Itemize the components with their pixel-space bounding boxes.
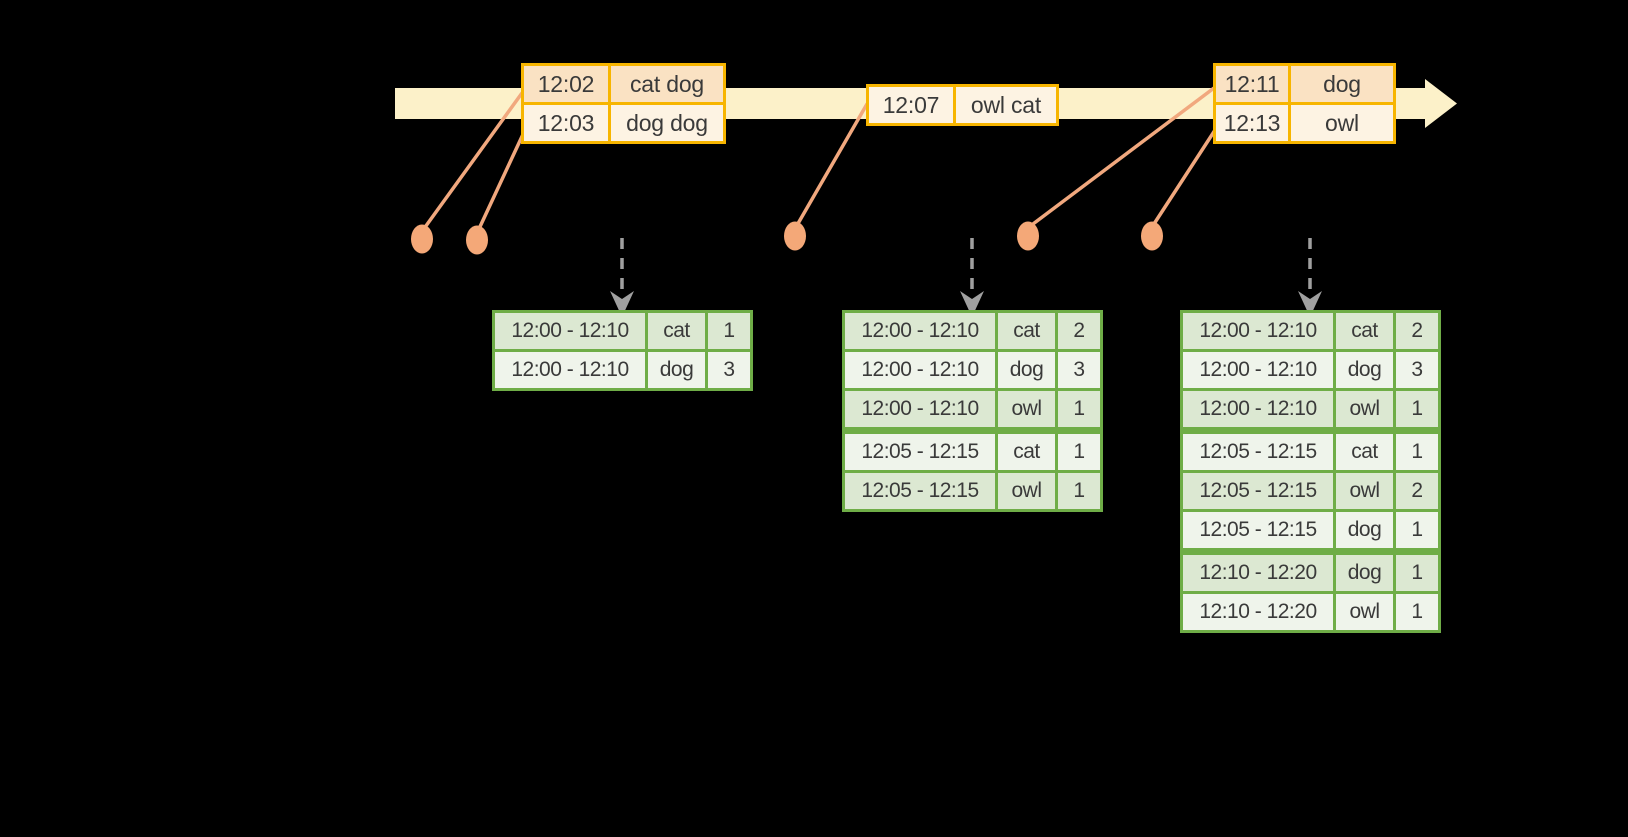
arrow-down-icon [610, 291, 634, 317]
word-cell: owl [998, 473, 1055, 509]
event-time-cell: 12:11 [1216, 66, 1288, 102]
result-row: 12:05 - 12:15 owl 2 [1183, 473, 1438, 509]
event-row: 12:11 dog [1216, 66, 1393, 102]
result-row: 12:05 - 12:15 cat 1 [845, 434, 1100, 470]
result-row: 12:00 - 12:10 dog 3 [1183, 352, 1438, 388]
word-cell: owl [998, 391, 1055, 427]
event-dot [784, 221, 806, 251]
connector-line [476, 128, 527, 233]
count-cell: 1 [1058, 391, 1100, 427]
window-cell: 12:05 - 12:15 [845, 434, 995, 470]
result-row: 12:00 - 12:10 cat 1 [495, 313, 750, 349]
event-words-cell: cat dog [611, 66, 723, 102]
result-row: 12:00 - 12:10 cat 2 [1183, 313, 1438, 349]
event-time-cell: 12:03 [524, 105, 608, 141]
event-words-cell: owl [1291, 105, 1393, 141]
event-row: 12:13 owl [1216, 105, 1393, 141]
count-cell: 3 [708, 352, 750, 388]
window-cell: 12:00 - 12:10 [845, 352, 995, 388]
event-dot [411, 224, 433, 254]
arrow-down-icon [1298, 291, 1322, 317]
window-cell: 12:00 - 12:10 [1183, 391, 1333, 427]
window-cell: 12:00 - 12:10 [1183, 313, 1333, 349]
count-cell: 3 [1396, 352, 1438, 388]
window-cell: 12:05 - 12:15 [845, 473, 995, 509]
count-cell: 1 [1396, 391, 1438, 427]
result-row: 12:00 - 12:10 owl 1 [845, 391, 1100, 427]
window-cell: 12:00 - 12:10 [1183, 352, 1333, 388]
count-cell: 1 [1058, 434, 1100, 470]
event-time-cell: 12:07 [869, 87, 953, 123]
result-row: 12:00 - 12:10 owl 1 [1183, 391, 1438, 427]
word-cell: cat [1336, 434, 1393, 470]
word-cell: cat [648, 313, 705, 349]
word-cell: dog [648, 352, 705, 388]
word-cell: cat [998, 313, 1055, 349]
word-cell: owl [1336, 473, 1393, 509]
result-table-3: 12:00 - 12:10 cat 2 12:00 - 12:10 dog 3 … [1180, 310, 1441, 633]
event-row: 12:07 owl cat [869, 87, 1056, 123]
trigger-arrows [620, 238, 1312, 294]
count-cell: 3 [1058, 352, 1100, 388]
event-words-cell: dog [1291, 66, 1393, 102]
window-cell: 12:10 - 12:20 [1183, 555, 1333, 591]
result-table-1: 12:00 - 12:10 cat 1 12:00 - 12:10 dog 3 [492, 310, 753, 391]
event-dots [411, 221, 1163, 255]
connector-line [1150, 125, 1219, 229]
result-row: 12:00 - 12:10 dog 3 [495, 352, 750, 388]
result-row: 12:00 - 12:10 dog 3 [845, 352, 1100, 388]
connector-line [794, 102, 869, 229]
event-words-cell: owl cat [956, 87, 1056, 123]
count-cell: 1 [1396, 555, 1438, 591]
result-row: 12:05 - 12:15 owl 1 [845, 473, 1100, 509]
result-row: 12:10 - 12:20 dog 1 [1183, 555, 1438, 591]
window-cell: 12:05 - 12:15 [1183, 473, 1333, 509]
event-row: 12:03 dog dog [524, 105, 723, 141]
window-cell: 12:10 - 12:20 [1183, 594, 1333, 630]
count-cell: 1 [1396, 434, 1438, 470]
word-cell: dog [1336, 555, 1393, 591]
trigger-arrow-heads [610, 291, 1322, 317]
event-words-cell: dog dog [611, 105, 723, 141]
word-cell: cat [1336, 313, 1393, 349]
event-row: 12:02 cat dog [524, 66, 723, 102]
event-dot [1141, 221, 1163, 251]
result-row: 12:00 - 12:10 cat 2 [845, 313, 1100, 349]
event-time-cell: 12:13 [1216, 105, 1288, 141]
result-row: 12:05 - 12:15 dog 1 [1183, 512, 1438, 548]
event-table-2: 12:07 owl cat [866, 84, 1059, 126]
window-cell: 12:00 - 12:10 [495, 313, 645, 349]
event-table-3: 12:11 dog 12:13 owl [1213, 63, 1396, 144]
window-cell: 12:00 - 12:10 [495, 352, 645, 388]
window-cell: 12:05 - 12:15 [1183, 512, 1333, 548]
result-row: 12:10 - 12:20 owl 1 [1183, 594, 1438, 630]
count-cell: 1 [1396, 594, 1438, 630]
window-cell: 12:00 - 12:10 [845, 313, 995, 349]
count-cell: 1 [708, 313, 750, 349]
event-dot [466, 225, 488, 255]
count-cell: 2 [1396, 473, 1438, 509]
event-time-cell: 12:02 [524, 66, 608, 102]
count-cell: 2 [1396, 313, 1438, 349]
connector-line [1027, 86, 1216, 229]
connector-line [421, 91, 524, 232]
word-cell: owl [1336, 594, 1393, 630]
event-connector-lines [421, 86, 1219, 233]
word-cell: dog [998, 352, 1055, 388]
count-cell: 2 [1058, 313, 1100, 349]
window-cell: 12:05 - 12:15 [1183, 434, 1333, 470]
count-cell: 1 [1396, 512, 1438, 548]
result-table-2: 12:00 - 12:10 cat 2 12:00 - 12:10 dog 3 … [842, 310, 1103, 512]
event-table-1: 12:02 cat dog 12:03 dog dog [521, 63, 726, 144]
arrow-down-icon [960, 291, 984, 317]
result-row: 12:05 - 12:15 cat 1 [1183, 434, 1438, 470]
word-cell: dog [1336, 352, 1393, 388]
count-cell: 1 [1058, 473, 1100, 509]
word-cell: dog [1336, 512, 1393, 548]
word-cell: cat [998, 434, 1055, 470]
window-cell: 12:00 - 12:10 [845, 391, 995, 427]
word-cell: owl [1336, 391, 1393, 427]
event-dot [1017, 221, 1039, 251]
timeline-arrowhead-icon [1425, 79, 1457, 128]
